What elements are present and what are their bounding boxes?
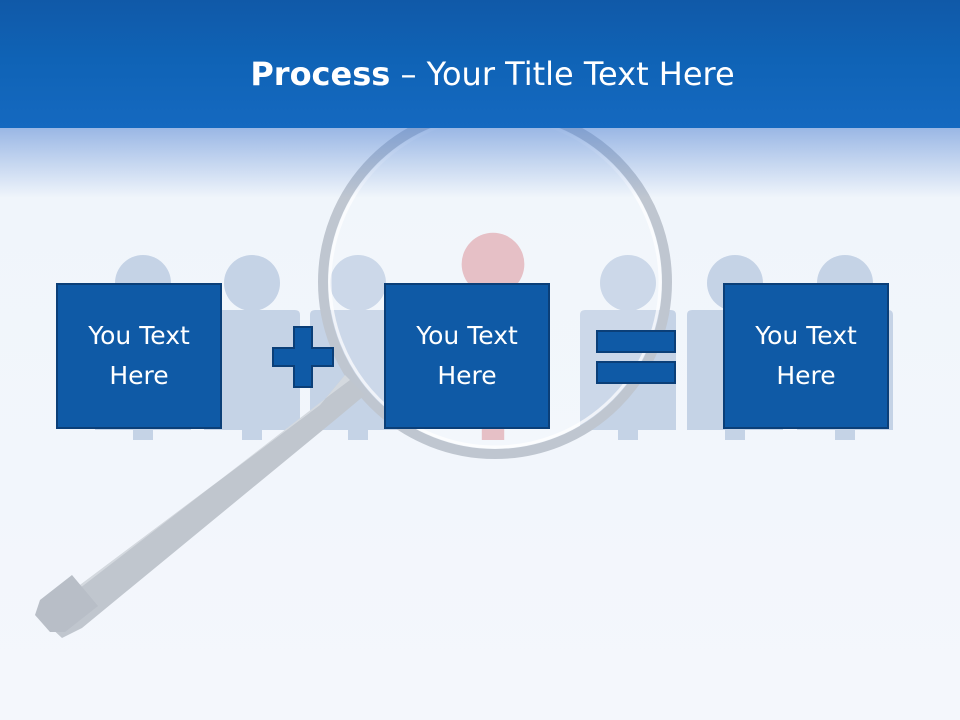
text-box-1[interactable]: You Text Here (56, 283, 222, 429)
slide-title-bold: Process (250, 55, 391, 93)
plus-sign-icon (272, 326, 334, 388)
title-bar (0, 0, 960, 128)
text-box-2[interactable]: You Text Here (384, 283, 550, 429)
slide-title: Process – Your Title Text Here (0, 52, 960, 96)
text-box-3[interactable]: You Text Here (723, 283, 889, 429)
title-bar-fade (0, 128, 960, 198)
slide-title-rest: – Your Title Text Here (390, 55, 735, 93)
equals-sign-icon (596, 330, 676, 384)
